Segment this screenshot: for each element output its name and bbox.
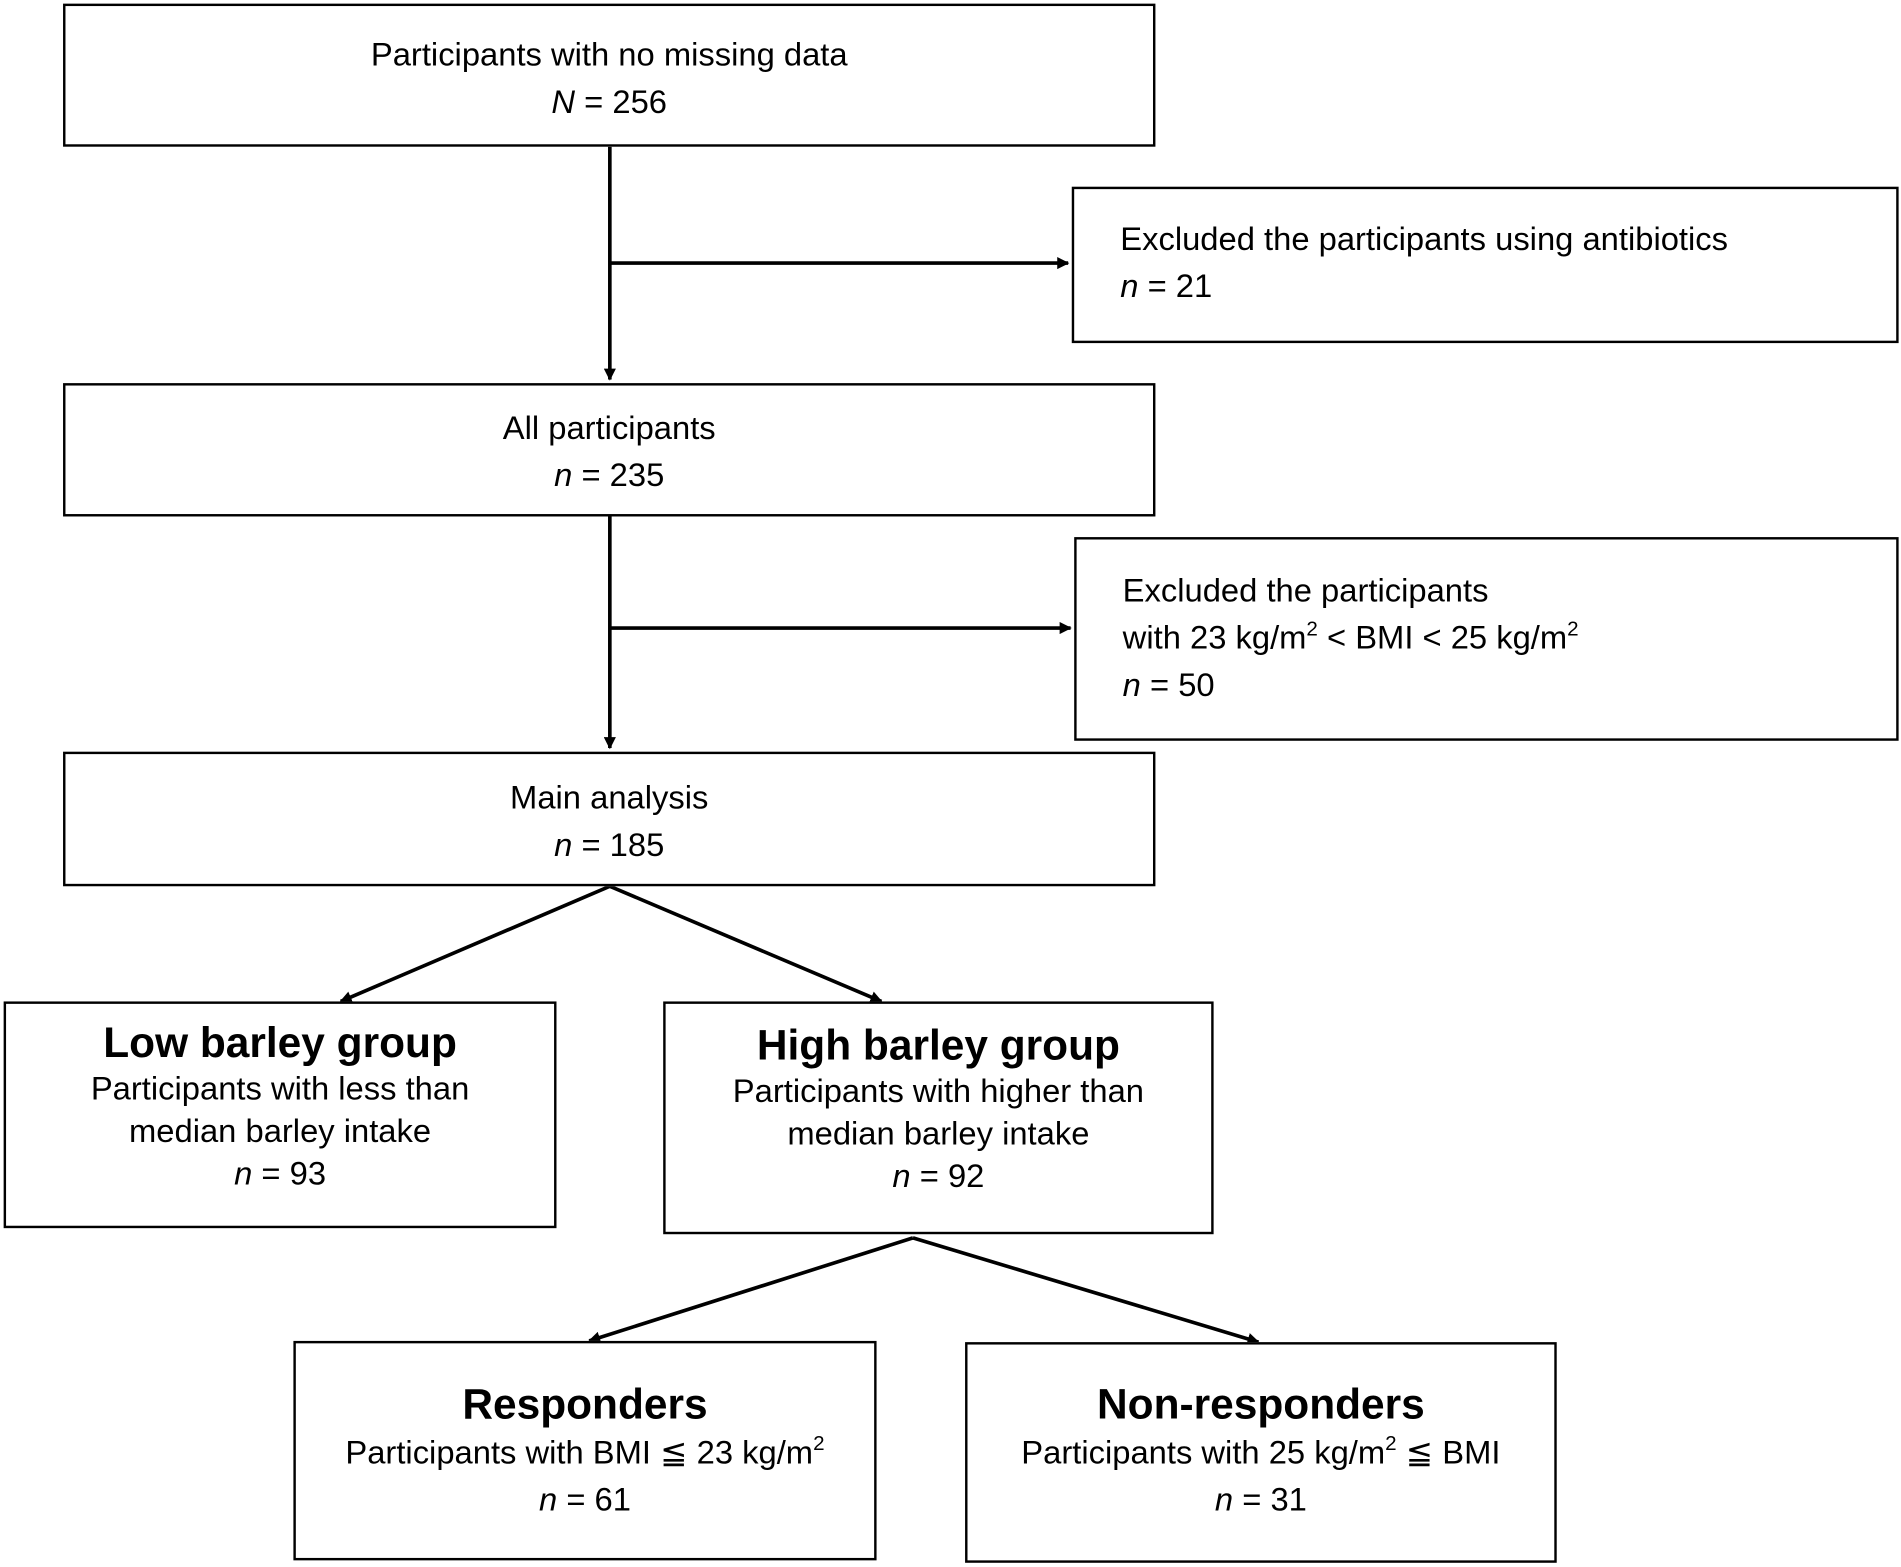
non-responders-count: n = 31 bbox=[1214, 1481, 1307, 1518]
high-barley-count: n = 92 bbox=[892, 1157, 985, 1195]
main-analysis-count: n = 185 bbox=[554, 826, 665, 864]
box-non-responders: Non-responders Participants with 25 kg/m… bbox=[965, 1342, 1557, 1563]
low-barley-count: n = 93 bbox=[234, 1155, 327, 1192]
high-barley-line2: median barley intake bbox=[787, 1115, 1090, 1152]
start-count: N = 256 bbox=[551, 83, 668, 121]
excluded-bmi-line2: with 23 kg/m2 < BMI < 25 kg/m2 bbox=[1122, 617, 1579, 656]
responders-title: Responders bbox=[462, 1380, 708, 1429]
arrow-high-to-nonresponders bbox=[912, 1236, 1260, 1345]
non-responders-title: Non-responders bbox=[1097, 1380, 1425, 1429]
excluded-bmi-line1: Excluded the participants bbox=[1122, 572, 1489, 609]
box-excluded-antibiotics: Excluded the participants using antibiot… bbox=[1071, 186, 1899, 344]
box-main-analysis: Main analysis n = 185 bbox=[63, 751, 1156, 887]
arrow-high-to-responders bbox=[588, 1236, 914, 1344]
low-barley-line1: Participants with less than bbox=[90, 1070, 470, 1107]
box-low-barley: Low barley group Participants with less … bbox=[3, 1001, 557, 1229]
responders-count: n = 61 bbox=[539, 1481, 631, 1518]
arrow-main-to-high bbox=[609, 884, 883, 1004]
all-participants-label: All participants bbox=[502, 409, 716, 447]
excluded-bmi-count: n = 50 bbox=[1122, 666, 1215, 704]
start-label: Participants with no missing data bbox=[370, 36, 848, 73]
non-responders-line1: Participants with 25 kg/m2 ≦ BMI bbox=[1021, 1431, 1501, 1471]
low-barley-line2: median barley intake bbox=[129, 1112, 432, 1150]
low-barley-title: Low barley group bbox=[103, 1019, 457, 1067]
box-all-participants: All participants n = 235 bbox=[63, 383, 1156, 517]
box-high-barley: High barley group Participants with high… bbox=[663, 1001, 1214, 1235]
box-start: Participants with no missing data N = 25… bbox=[63, 3, 1156, 147]
excluded-antibiotics-count: n = 21 bbox=[1120, 267, 1213, 305]
responders-line1: Participants with BMI ≦ 23 kg/m2 bbox=[345, 1431, 825, 1471]
high-barley-line1: Participants with higher than bbox=[732, 1072, 1145, 1110]
high-barley-title: High barley group bbox=[756, 1022, 1120, 1070]
all-participants-count: n = 235 bbox=[554, 457, 665, 494]
excluded-antibiotics-label: Excluded the participants using antibiot… bbox=[1120, 220, 1729, 258]
arrow-main-to-low bbox=[339, 884, 611, 1004]
box-excluded-bmi: Excluded the participants with 23 kg/m2 … bbox=[1074, 537, 1899, 741]
box-responders: Responders Participants with BMI ≦ 23 kg… bbox=[293, 1340, 877, 1561]
main-analysis-label: Main analysis bbox=[510, 779, 709, 816]
